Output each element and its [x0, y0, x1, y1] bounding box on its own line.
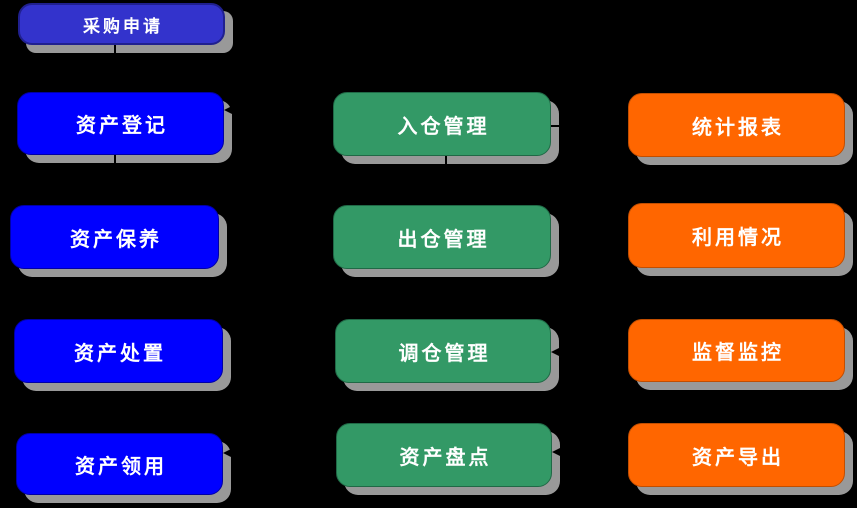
node-label: 利用情况	[692, 225, 784, 249]
node-asset-inventory[interactable]: 资产盘点	[336, 423, 552, 487]
connector-purchase-to-registration	[114, 45, 116, 93]
connector-inbound-to-outbound	[445, 155, 447, 206]
connector-arrowhead	[224, 104, 236, 116]
connector-supervision-to-transfer	[563, 351, 628, 353]
node-inbound-management[interactable]: 入仓管理	[333, 92, 551, 156]
node-label: 采购申请	[83, 16, 163, 37]
node-label: 调仓管理	[398, 340, 491, 365]
connector-registration-to-maintenance	[114, 154, 116, 206]
connector-arrowhead	[551, 346, 563, 358]
node-asset-requisition[interactable]: 资产领用	[16, 433, 223, 495]
node-asset-registration[interactable]: 资产登记	[17, 92, 224, 155]
node-transfer-management[interactable]: 调仓管理	[335, 319, 551, 383]
connector-inbound-to-registration	[236, 109, 333, 111]
node-label: 资产导出	[692, 444, 784, 469]
node-label: 资产保养	[70, 226, 162, 251]
node-label: 入仓管理	[397, 113, 490, 138]
node-label: 出仓管理	[397, 226, 490, 251]
node-asset-maintenance[interactable]: 资产保养	[10, 205, 219, 269]
connector-arrowhead	[616, 120, 628, 132]
connector-arrowhead	[223, 447, 235, 459]
node-label: 资产处置	[74, 340, 166, 365]
node-label: 监督监控	[692, 340, 784, 364]
connector-inventory-to-requisition	[235, 473, 336, 476]
node-utilization-status[interactable]: 利用情况	[628, 203, 845, 268]
connector-inbound-to-statistics	[551, 125, 628, 127]
node-label: 资产盘点	[399, 444, 492, 469]
node-label: 统计报表	[692, 114, 784, 139]
node-purchase-request[interactable]: 采购申请	[18, 3, 225, 45]
node-supervision-monitoring[interactable]: 监督监控	[628, 319, 845, 382]
node-outbound-management[interactable]: 出仓管理	[333, 205, 551, 269]
node-label: 资产领用	[75, 453, 167, 478]
node-asset-disposal[interactable]: 资产处置	[14, 319, 223, 383]
node-asset-export[interactable]: 资产导出	[628, 423, 845, 487]
connector-arrowhead	[552, 446, 564, 458]
node-statistics-report[interactable]: 统计报表	[628, 93, 845, 157]
node-label: 资产登记	[76, 113, 168, 137]
connector-export-to-inventory	[564, 451, 628, 453]
